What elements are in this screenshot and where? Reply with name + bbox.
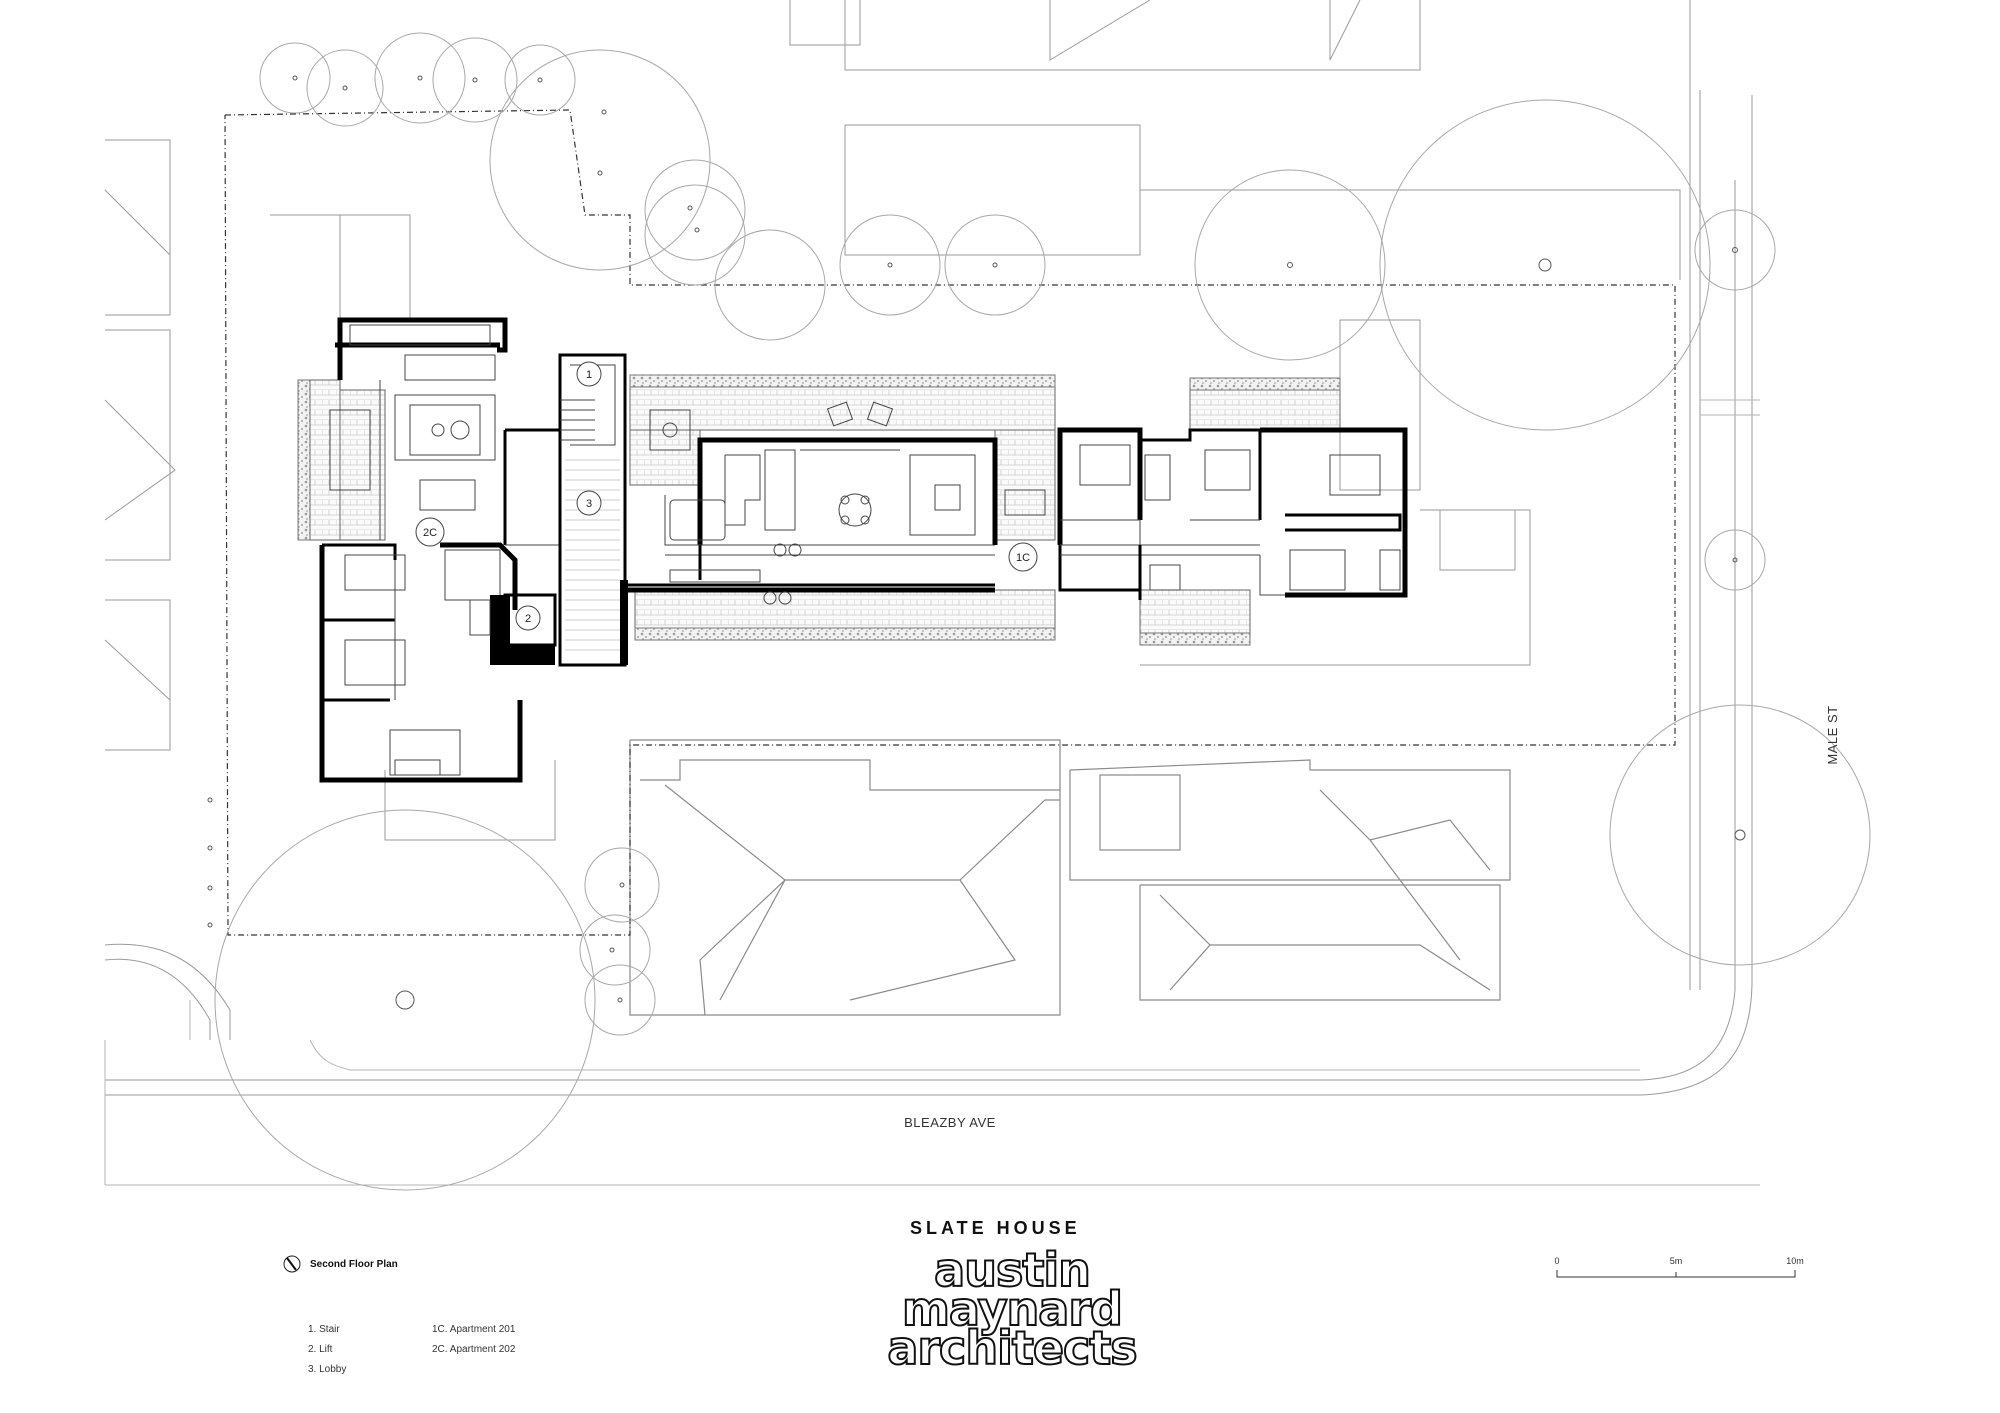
legend-item-apartment-202: 2C. Apartment 202 — [432, 1344, 516, 1355]
tag-apartment-202: 2C — [423, 527, 437, 539]
site-boundary — [224, 109, 1676, 936]
architect-logo: austin maynard architects — [886, 1242, 1138, 1376]
project-title: SLATE HOUSE — [910, 1218, 1081, 1238]
north-arrow-icon — [283, 1255, 301, 1273]
scale-label-0: 0 — [1554, 1256, 1559, 1266]
legend-item-lift: 2. Lift — [308, 1344, 333, 1355]
tag-stair: 1 — [586, 369, 592, 381]
logo-line-3: architects — [887, 1321, 1136, 1375]
logo-line-1: austin — [934, 1243, 1090, 1297]
trees — [207, 32, 1871, 1191]
scale-label-5m: 5m — [1670, 1256, 1683, 1266]
core-stair-lift-lobby — [469, 353, 628, 667]
street-name-south: BLEAZBY AVE — [904, 1115, 996, 1130]
legend-item-stair: 1. Stair — [308, 1324, 340, 1335]
room-tags: 1 2 3 1C 2C — [415, 361, 1038, 631]
context-buildings — [104, 0, 1760, 1186]
legend-item-apartment-201: 1C. Apartment 201 — [432, 1324, 516, 1335]
east-wing-plan — [1057, 427, 1408, 600]
tag-lift: 2 — [525, 613, 531, 625]
street-name-east: MALE ST — [1825, 705, 1840, 764]
apartment-201-plan — [625, 401, 1046, 605]
scale-bar: 0 5m 10m — [1554, 1256, 1804, 1278]
tag-lobby: 3 — [586, 498, 592, 510]
tag-apartment-201: 1C — [1016, 552, 1030, 564]
plan-title: Second Floor Plan — [310, 1259, 398, 1270]
scale-label-10m: 10m — [1786, 1256, 1804, 1266]
logo-line-2: maynard — [902, 1282, 1122, 1336]
apartment-202-plan — [319, 317, 562, 783]
decks-and-gardens — [297, 374, 1341, 646]
legend-item-lobby: 3. Lobby — [308, 1364, 347, 1375]
